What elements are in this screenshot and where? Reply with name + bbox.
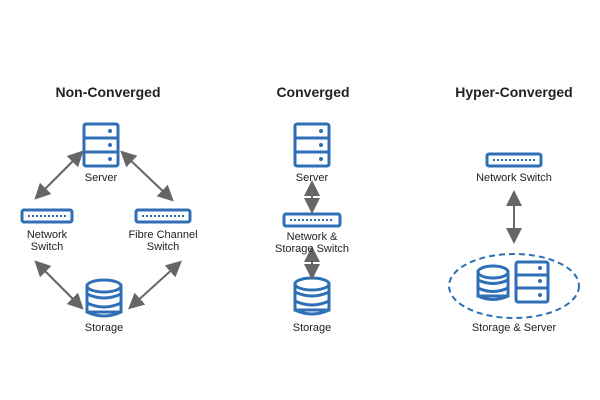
hyper-server-icon — [514, 260, 550, 304]
panel-title-non-converged: Non-Converged — [55, 84, 161, 100]
arrow-server-network — [34, 150, 84, 200]
panel-title-hyper-converged: Hyper-Converged — [455, 84, 573, 100]
hyper-switch-icon — [485, 152, 543, 168]
label-network-switch-2: Switch — [30, 241, 64, 253]
label-fc-switch-1: Fibre Channel — [128, 229, 198, 241]
label-network-switch-1: Network — [26, 229, 68, 241]
server-icon — [82, 122, 120, 168]
converged-storage-icon — [293, 276, 331, 316]
hyper-storage-icon — [476, 264, 510, 301]
label-fc-switch-2: Switch — [146, 241, 180, 253]
label-hyper-storage-server: Storage & Server — [471, 322, 557, 334]
label-converged-switch-2: Storage Switch — [275, 243, 349, 255]
label-storage: Storage — [84, 322, 124, 334]
label-hyper-switch: Network Switch — [476, 172, 552, 184]
arrow-fc-storage — [128, 260, 182, 310]
label-server: Server — [84, 172, 118, 184]
label-converged-switch-1: Network & — [286, 231, 338, 243]
panel-title-converged: Converged — [276, 84, 350, 100]
label-converged-server: Server — [295, 172, 329, 184]
arrow-network-storage — [34, 260, 84, 310]
converged-server-icon — [293, 122, 331, 168]
arrow-server-fc — [120, 150, 174, 202]
network-switch-icon — [20, 208, 74, 224]
converged-switch-icon — [282, 212, 342, 228]
hyper-node-boundary — [448, 253, 580, 319]
label-converged-storage: Storage — [292, 322, 332, 334]
fibre-channel-switch-icon — [134, 208, 192, 224]
storage-icon — [85, 278, 123, 318]
